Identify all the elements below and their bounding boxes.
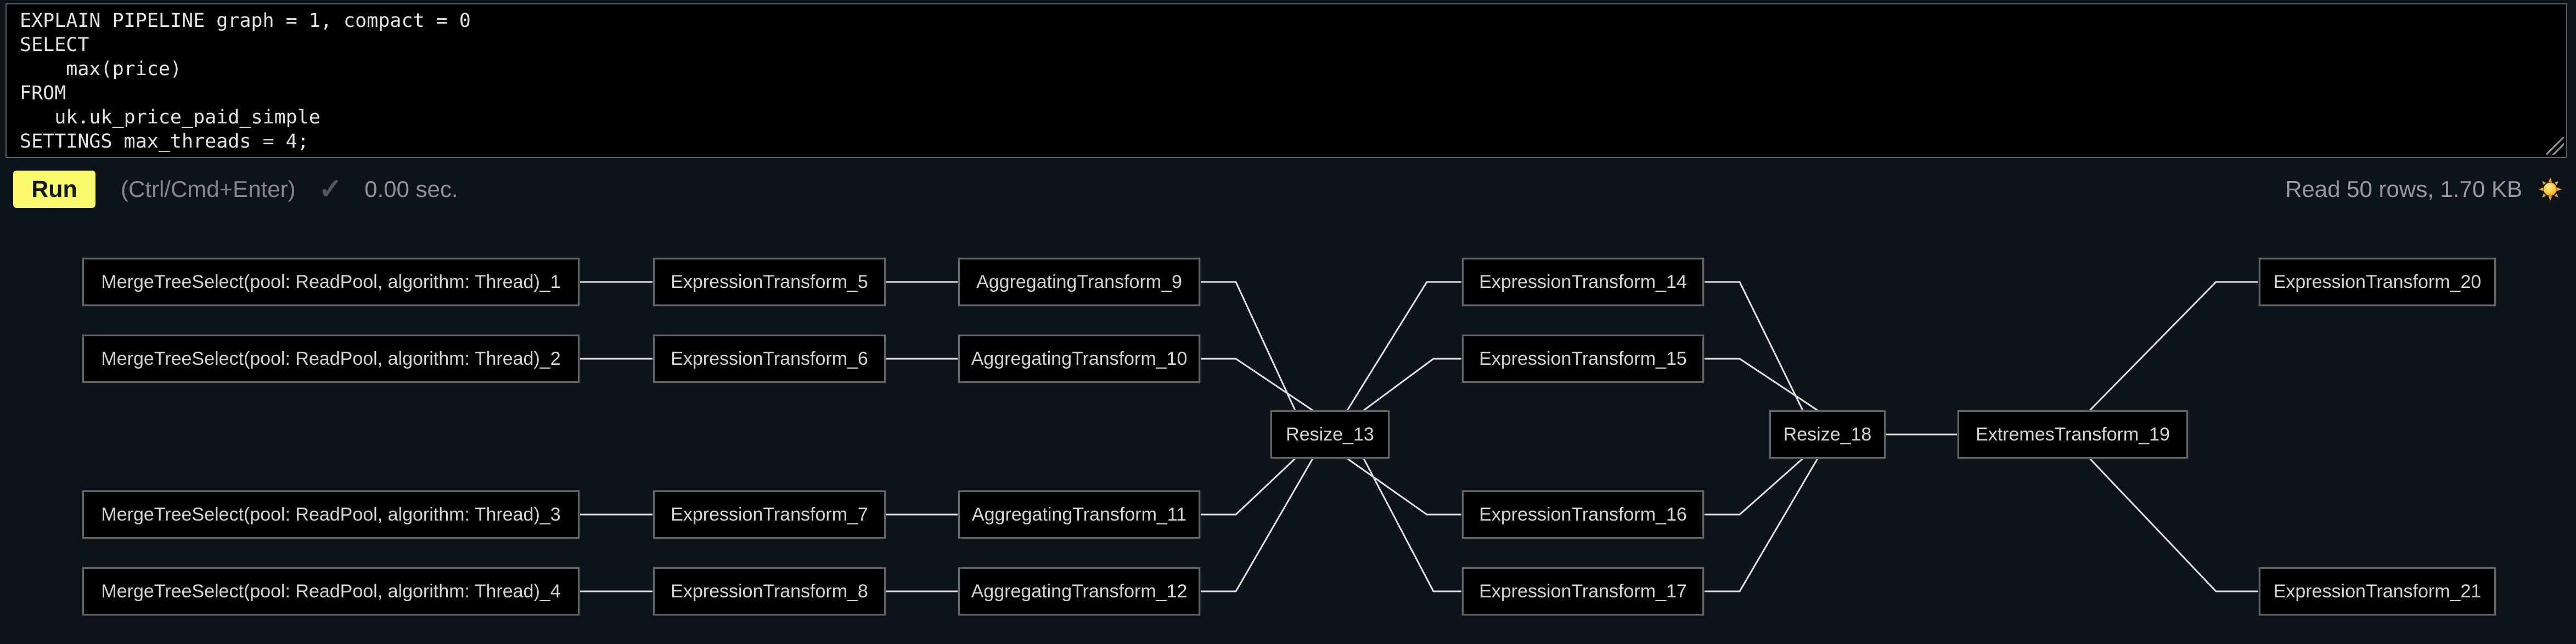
theme-toggle[interactable]: [2538, 177, 2563, 202]
sun-icon: [2538, 177, 2562, 201]
graph-edge-ExpressionTransform_14-to-Resize_18: [1704, 281, 1804, 411]
graph-node-ExpressionTransform_21: ExpressionTransform_21: [2259, 567, 2496, 615]
graph-edge-AggregatingTransform_12-to-Resize_13: [1200, 458, 1314, 592]
graph-node-ExpressionTransform_8: ExpressionTransform_8: [653, 567, 886, 615]
graph-node-MergeTreeSelect_4: MergeTreeSelect(pool: ReadPool, algorith…: [82, 567, 580, 615]
graph-edge-Resize_13-to-ExpressionTransform_17: [1363, 458, 1462, 592]
graph-node-MergeTreeSelect_2: MergeTreeSelect(pool: ReadPool, algorith…: [82, 335, 580, 383]
graph-edge-ExpressionTransform_15-to-Resize_18: [1704, 358, 1818, 411]
graph-edge-Resize_13-to-ExpressionTransform_15: [1363, 358, 1462, 411]
graph-edge-ExtremesTransform_19-to-ExpressionTransform_20: [2089, 281, 2259, 411]
graph-node-ExpressionTransform_20: ExpressionTransform_20: [2259, 258, 2496, 306]
graph-node-AggregatingTransform_9: AggregatingTransform_9: [958, 258, 1200, 306]
read-stats: Read 50 rows, 1.70 KB: [2285, 176, 2522, 202]
graph-node-ExpressionTransform_6: ExpressionTransform_6: [653, 335, 886, 383]
graph-node-AggregatingTransform_10: AggregatingTransform_10: [958, 335, 1200, 383]
graph-edge-AggregatingTransform_10-to-Resize_13: [1200, 358, 1313, 411]
editor-resize-grip-icon[interactable]: [2546, 137, 2564, 155]
graph-node-AggregatingTransform_12: AggregatingTransform_12: [958, 567, 1200, 615]
graph-node-ExpressionTransform_7: ExpressionTransform_7: [653, 490, 886, 539]
graph-edge-AggregatingTransform_11-to-Resize_13: [1200, 457, 1296, 516]
graph-node-ExpressionTransform_17: ExpressionTransform_17: [1462, 567, 1704, 615]
graph-node-ExtremesTransform_19: ExtremesTransform_19: [1958, 410, 2188, 459]
graph-edge-Resize_13-to-ExpressionTransform_16: [1347, 457, 1462, 516]
graph-node-ExpressionTransform_14: ExpressionTransform_14: [1462, 258, 1704, 306]
graph-edge-AggregatingTransform_9-to-Resize_13: [1200, 281, 1296, 411]
graph-node-ExpressionTransform_16: ExpressionTransform_16: [1462, 490, 1704, 539]
graph-node-AggregatingTransform_11: AggregatingTransform_11: [958, 490, 1200, 539]
sql-editor[interactable]: EXPLAIN PIPELINE graph = 1, compact = 0 …: [5, 3, 2567, 158]
graph-node-ExpressionTransform_15: ExpressionTransform_15: [1462, 335, 1704, 383]
run-button[interactable]: Run: [13, 171, 95, 208]
graph-node-MergeTreeSelect_3: MergeTreeSelect(pool: ReadPool, algorith…: [82, 490, 580, 539]
shortcut-hint: (Ctrl/Cmd+Enter): [121, 176, 296, 202]
graph-node-ExpressionTransform_5: ExpressionTransform_5: [653, 258, 886, 306]
elapsed-time: 0.00 sec.: [364, 176, 458, 202]
graph-edge-ExpressionTransform_16-to-Resize_18: [1704, 457, 1803, 516]
graph-edge-Resize_13-to-ExpressionTransform_14: [1346, 281, 1462, 411]
graph-node-Resize_13: Resize_13: [1270, 410, 1390, 459]
graph-node-Resize_18: Resize_18: [1769, 410, 1886, 459]
graph-edge-ExtremesTransform_19-to-ExpressionTransform_21: [2089, 457, 2259, 592]
graph-edge-ExpressionTransform_17-to-Resize_18: [1704, 458, 1819, 592]
success-check-icon: ✓: [318, 173, 343, 205]
toolbar: Run (Ctrl/Cmd+Enter) ✓ 0.00 sec. Read 50…: [0, 168, 2576, 211]
graph-node-MergeTreeSelect_1: MergeTreeSelect(pool: ReadPool, algorith…: [82, 258, 580, 306]
